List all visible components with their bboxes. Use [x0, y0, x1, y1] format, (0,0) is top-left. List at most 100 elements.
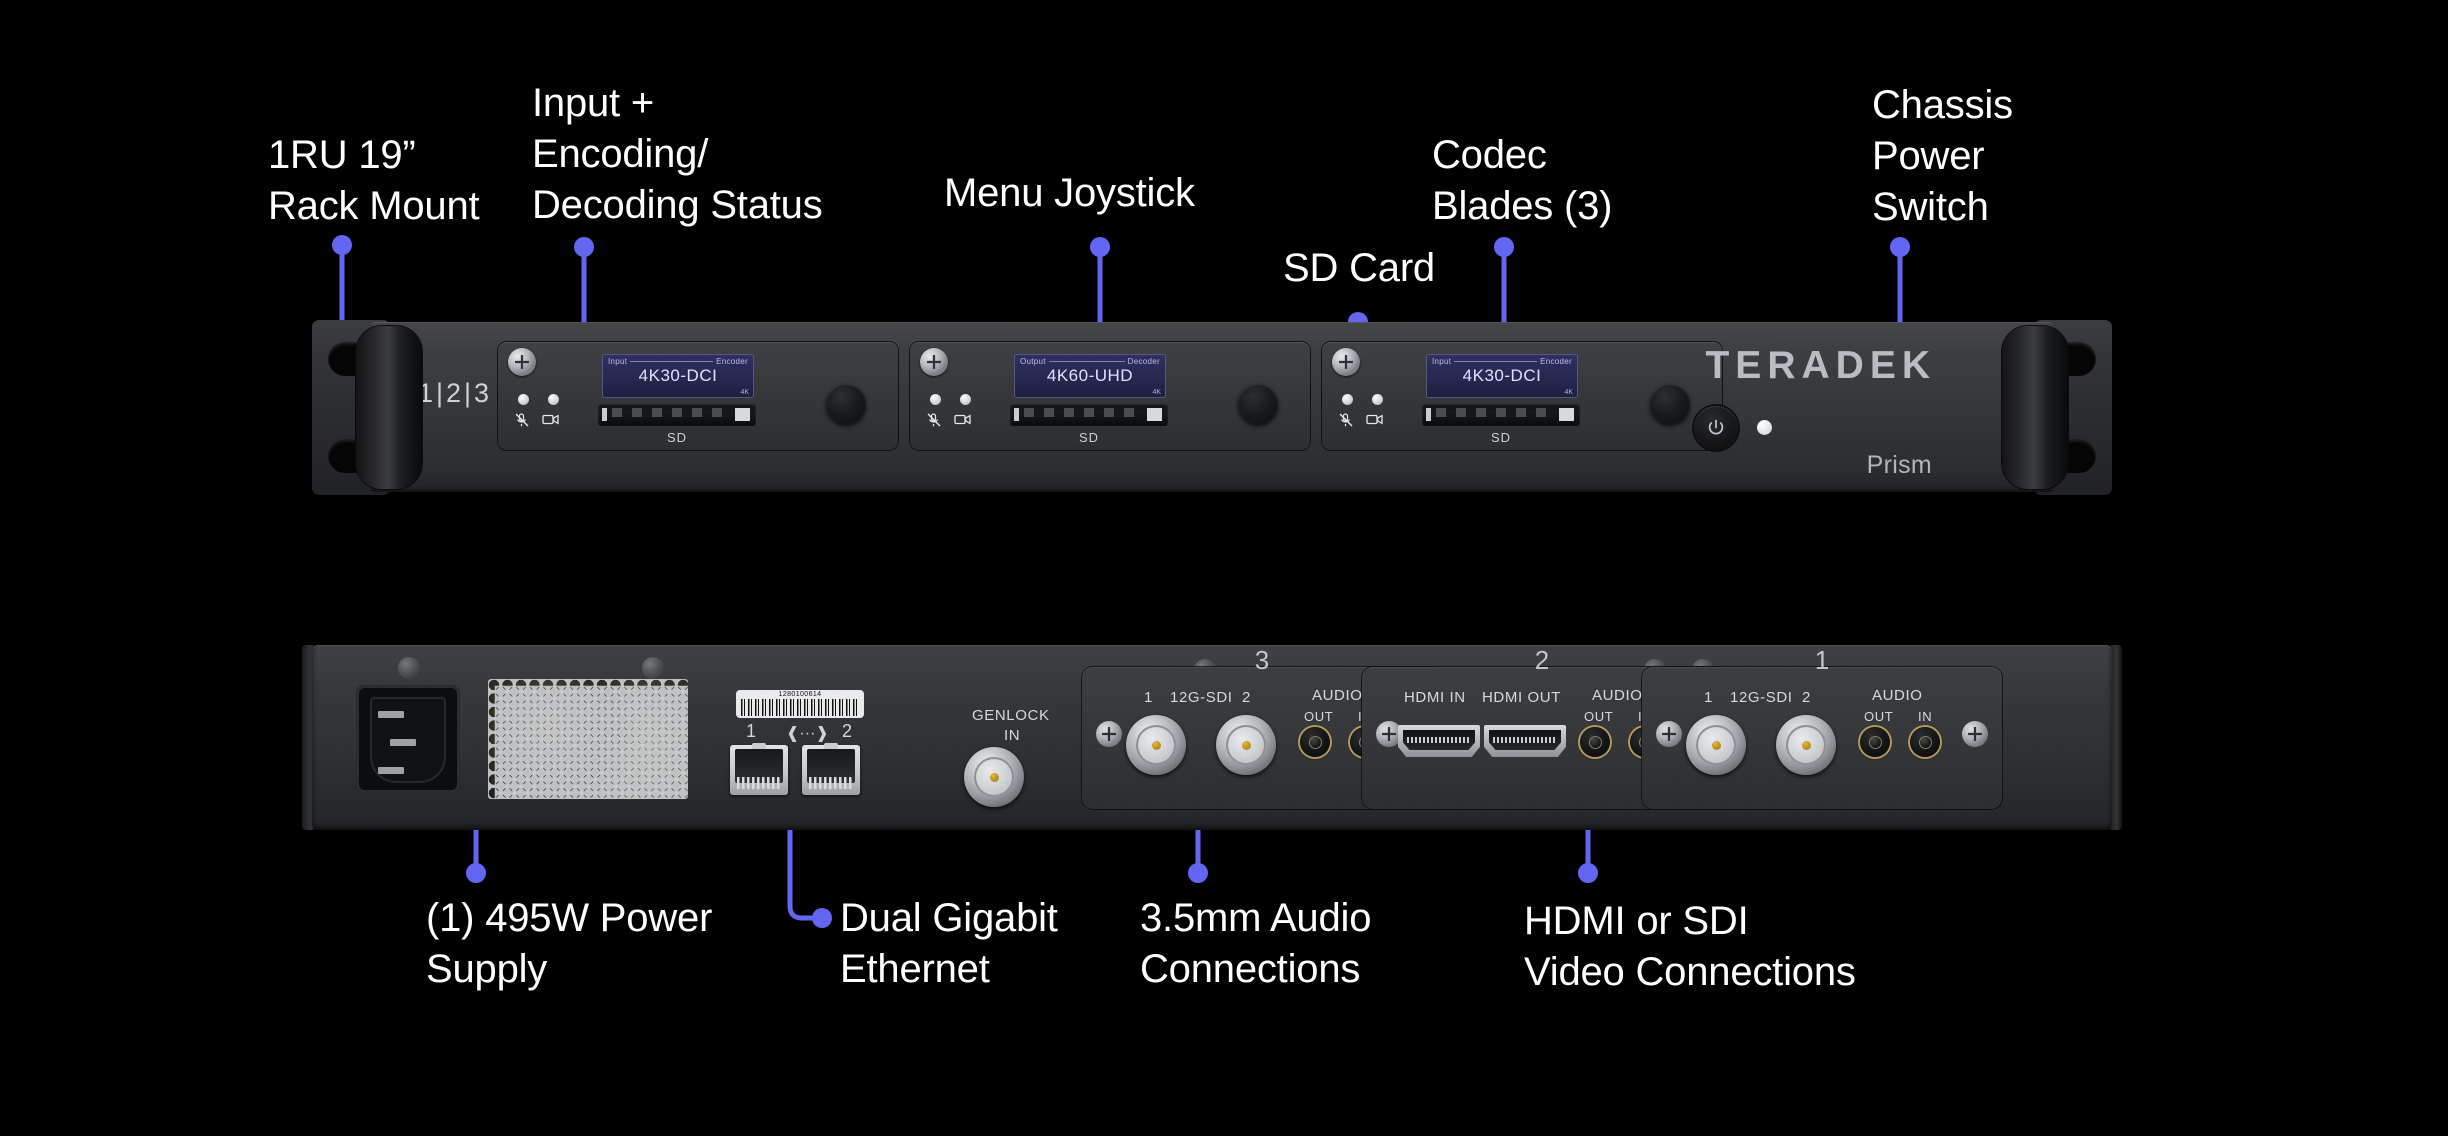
- callout-codec-blades: Codec Blades (3): [1432, 133, 1613, 229]
- display-source-label: Output: [1020, 357, 1046, 366]
- codec-blade-2[interactable]: Output Decoder 4K60-UHD 4K SD: [910, 342, 1310, 450]
- sd-slot-guide: [1147, 408, 1162, 421]
- sdi-bnc-1[interactable]: [1686, 715, 1746, 775]
- module-screw-icon: [1656, 721, 1682, 747]
- audio-in-jack-2[interactable]: [1630, 727, 1660, 757]
- callout-sd-card: SD Card: [1283, 246, 1435, 290]
- video-camera-icon: [1366, 412, 1384, 429]
- sd-card-slot-2[interactable]: [1010, 404, 1168, 426]
- chassis-screw-icon: [1692, 659, 1714, 681]
- audio-in-jack-1[interactable]: [1910, 727, 1940, 757]
- audio-out-jack-2[interactable]: [1580, 727, 1610, 757]
- sd-slot-tab: [602, 408, 607, 421]
- sd-slot-label-1: SD: [666, 430, 688, 445]
- display-format: 4K30-DCI: [1462, 366, 1542, 385]
- led-mute: [1342, 394, 1353, 405]
- rj45-tab: [824, 743, 838, 755]
- module-screw-icon: [1962, 721, 1988, 747]
- audio-in-label-1: IN: [1918, 709, 1933, 724]
- callout-video: HDMI or SDI Video Connections: [1524, 899, 1856, 995]
- codec-blade-1[interactable]: Input Encoder 4K30-DCI 4K SD: [498, 342, 898, 450]
- sdi-bnc-2[interactable]: [1776, 715, 1836, 775]
- callout-input-encoding: Input + Encoding/ Decoding Status: [532, 81, 823, 228]
- sd-card-slot-1[interactable]: [598, 404, 756, 426]
- audio-out-label-2: OUT: [1584, 709, 1614, 724]
- ethernet-port-2[interactable]: [802, 743, 860, 795]
- display-rule: [1454, 361, 1538, 362]
- genlock-in-bnc[interactable]: [964, 747, 1024, 807]
- display-res-badge: 4K: [1152, 389, 1161, 396]
- sd-card-slot-3[interactable]: [1422, 404, 1580, 426]
- display-res-badge: 4K: [740, 389, 749, 396]
- sd-slot-pins: [1024, 408, 1142, 417]
- menu-joystick-2[interactable]: [1238, 384, 1278, 424]
- hdmi-in-port[interactable]: [1398, 725, 1480, 757]
- power-icon: [1708, 419, 1724, 435]
- hdmi-out-port[interactable]: [1484, 725, 1566, 757]
- hdmi-cavity: [1403, 730, 1475, 750]
- module-screw-icon: [1096, 721, 1122, 747]
- module-slot-1: 1 1 12G-SDI 2 AUDIO OUT IN: [1642, 645, 2002, 809]
- menu-joystick-1[interactable]: [826, 384, 866, 424]
- mic-muted-icon: [514, 412, 530, 431]
- audio-in-jack-3[interactable]: [1350, 727, 1380, 757]
- module-slot-3: 3 1 12G-SDI 2 AUDIO OUT IN: [1082, 645, 1442, 809]
- audio-out-jack-3[interactable]: [1300, 727, 1330, 757]
- network-link-icon: ❰···❱: [786, 725, 829, 742]
- thumbscrew-icon: [1332, 348, 1360, 376]
- barcode-bars: [741, 699, 859, 716]
- slot-numbers-label: 1|2|3: [418, 378, 493, 408]
- sdi-port-2-label: 2: [1802, 689, 1811, 706]
- rack-handle-right[interactable]: [2002, 326, 2068, 489]
- display-source-label: Input: [608, 357, 628, 366]
- vent-mesh: [494, 685, 688, 799]
- front-chassis: 1|2|3: [370, 322, 2054, 492]
- audio-out-jack-1[interactable]: [1860, 727, 1890, 757]
- mic-muted-icon: [926, 412, 942, 431]
- sd-slot-guide: [735, 408, 750, 421]
- vent-mesh: [488, 679, 688, 799]
- mic-muted-icon: [1338, 412, 1354, 431]
- psu-honeycomb-vent: [488, 679, 688, 799]
- blade-display-3: Input Encoder 4K30-DCI 4K: [1426, 354, 1578, 398]
- menu-joystick-3[interactable]: [1650, 384, 1690, 424]
- audio-group-label-3: AUDIO: [1312, 687, 1363, 704]
- rj45-contacts: [809, 777, 853, 789]
- genlock-label-line1: GENLOCK: [972, 707, 1050, 724]
- callout-chassis-power: Chassis Power Switch: [1872, 83, 2013, 230]
- rj45-mouth: [735, 749, 783, 783]
- thumbscrew-icon: [920, 348, 948, 376]
- rear-chassis: 1280100614 1 ❰···❱ 2 GENLOCK IN: [312, 645, 2112, 830]
- audio-out-label-3: OUT: [1304, 709, 1334, 724]
- callout-rack-mount: 1RU 19” Rack Mount: [268, 133, 480, 229]
- display-mode-label: Encoder: [1540, 357, 1572, 366]
- sdi-bnc-1[interactable]: [1126, 715, 1186, 775]
- sdi-port-1-label: 1: [1144, 689, 1153, 706]
- chassis-screw-icon: [1194, 659, 1216, 681]
- rack-handle-left[interactable]: [356, 326, 422, 489]
- chassis-screw-icon: [1644, 659, 1666, 681]
- sd-slot-tab: [1426, 408, 1431, 421]
- iec-power-inlet[interactable]: [356, 685, 460, 793]
- chassis-screw-icon: [642, 657, 664, 679]
- ethernet-port-1[interactable]: [730, 743, 788, 795]
- sdi-type-label-1: 12G-SDI: [1730, 689, 1793, 706]
- iec-pin: [390, 739, 416, 746]
- video-camera-icon: [954, 412, 972, 429]
- sdi-bnc-2[interactable]: [1216, 715, 1276, 775]
- blade-display-2: Output Decoder 4K60-UHD 4K: [1014, 354, 1166, 398]
- chassis-power-button[interactable]: [1694, 406, 1738, 450]
- callout-power-supply: (1) 495W Power Supply: [426, 896, 713, 992]
- serial-number: 1280100614: [778, 691, 822, 698]
- led-mute: [930, 394, 941, 405]
- codec-blade-3[interactable]: Input Encoder 4K30-DCI 4K SD: [1322, 342, 1722, 450]
- rj45-contacts: [737, 777, 781, 789]
- led-mute: [518, 394, 529, 405]
- model-name: Prism: [1866, 451, 1932, 479]
- display-rule: [1048, 361, 1125, 362]
- front-panel: 1|2|3: [312, 320, 2112, 495]
- rear-panel: 1280100614 1 ❰···❱ 2 GENLOCK IN: [302, 645, 2122, 830]
- module-screw-icon: [1402, 721, 1428, 747]
- led-video: [1372, 394, 1383, 405]
